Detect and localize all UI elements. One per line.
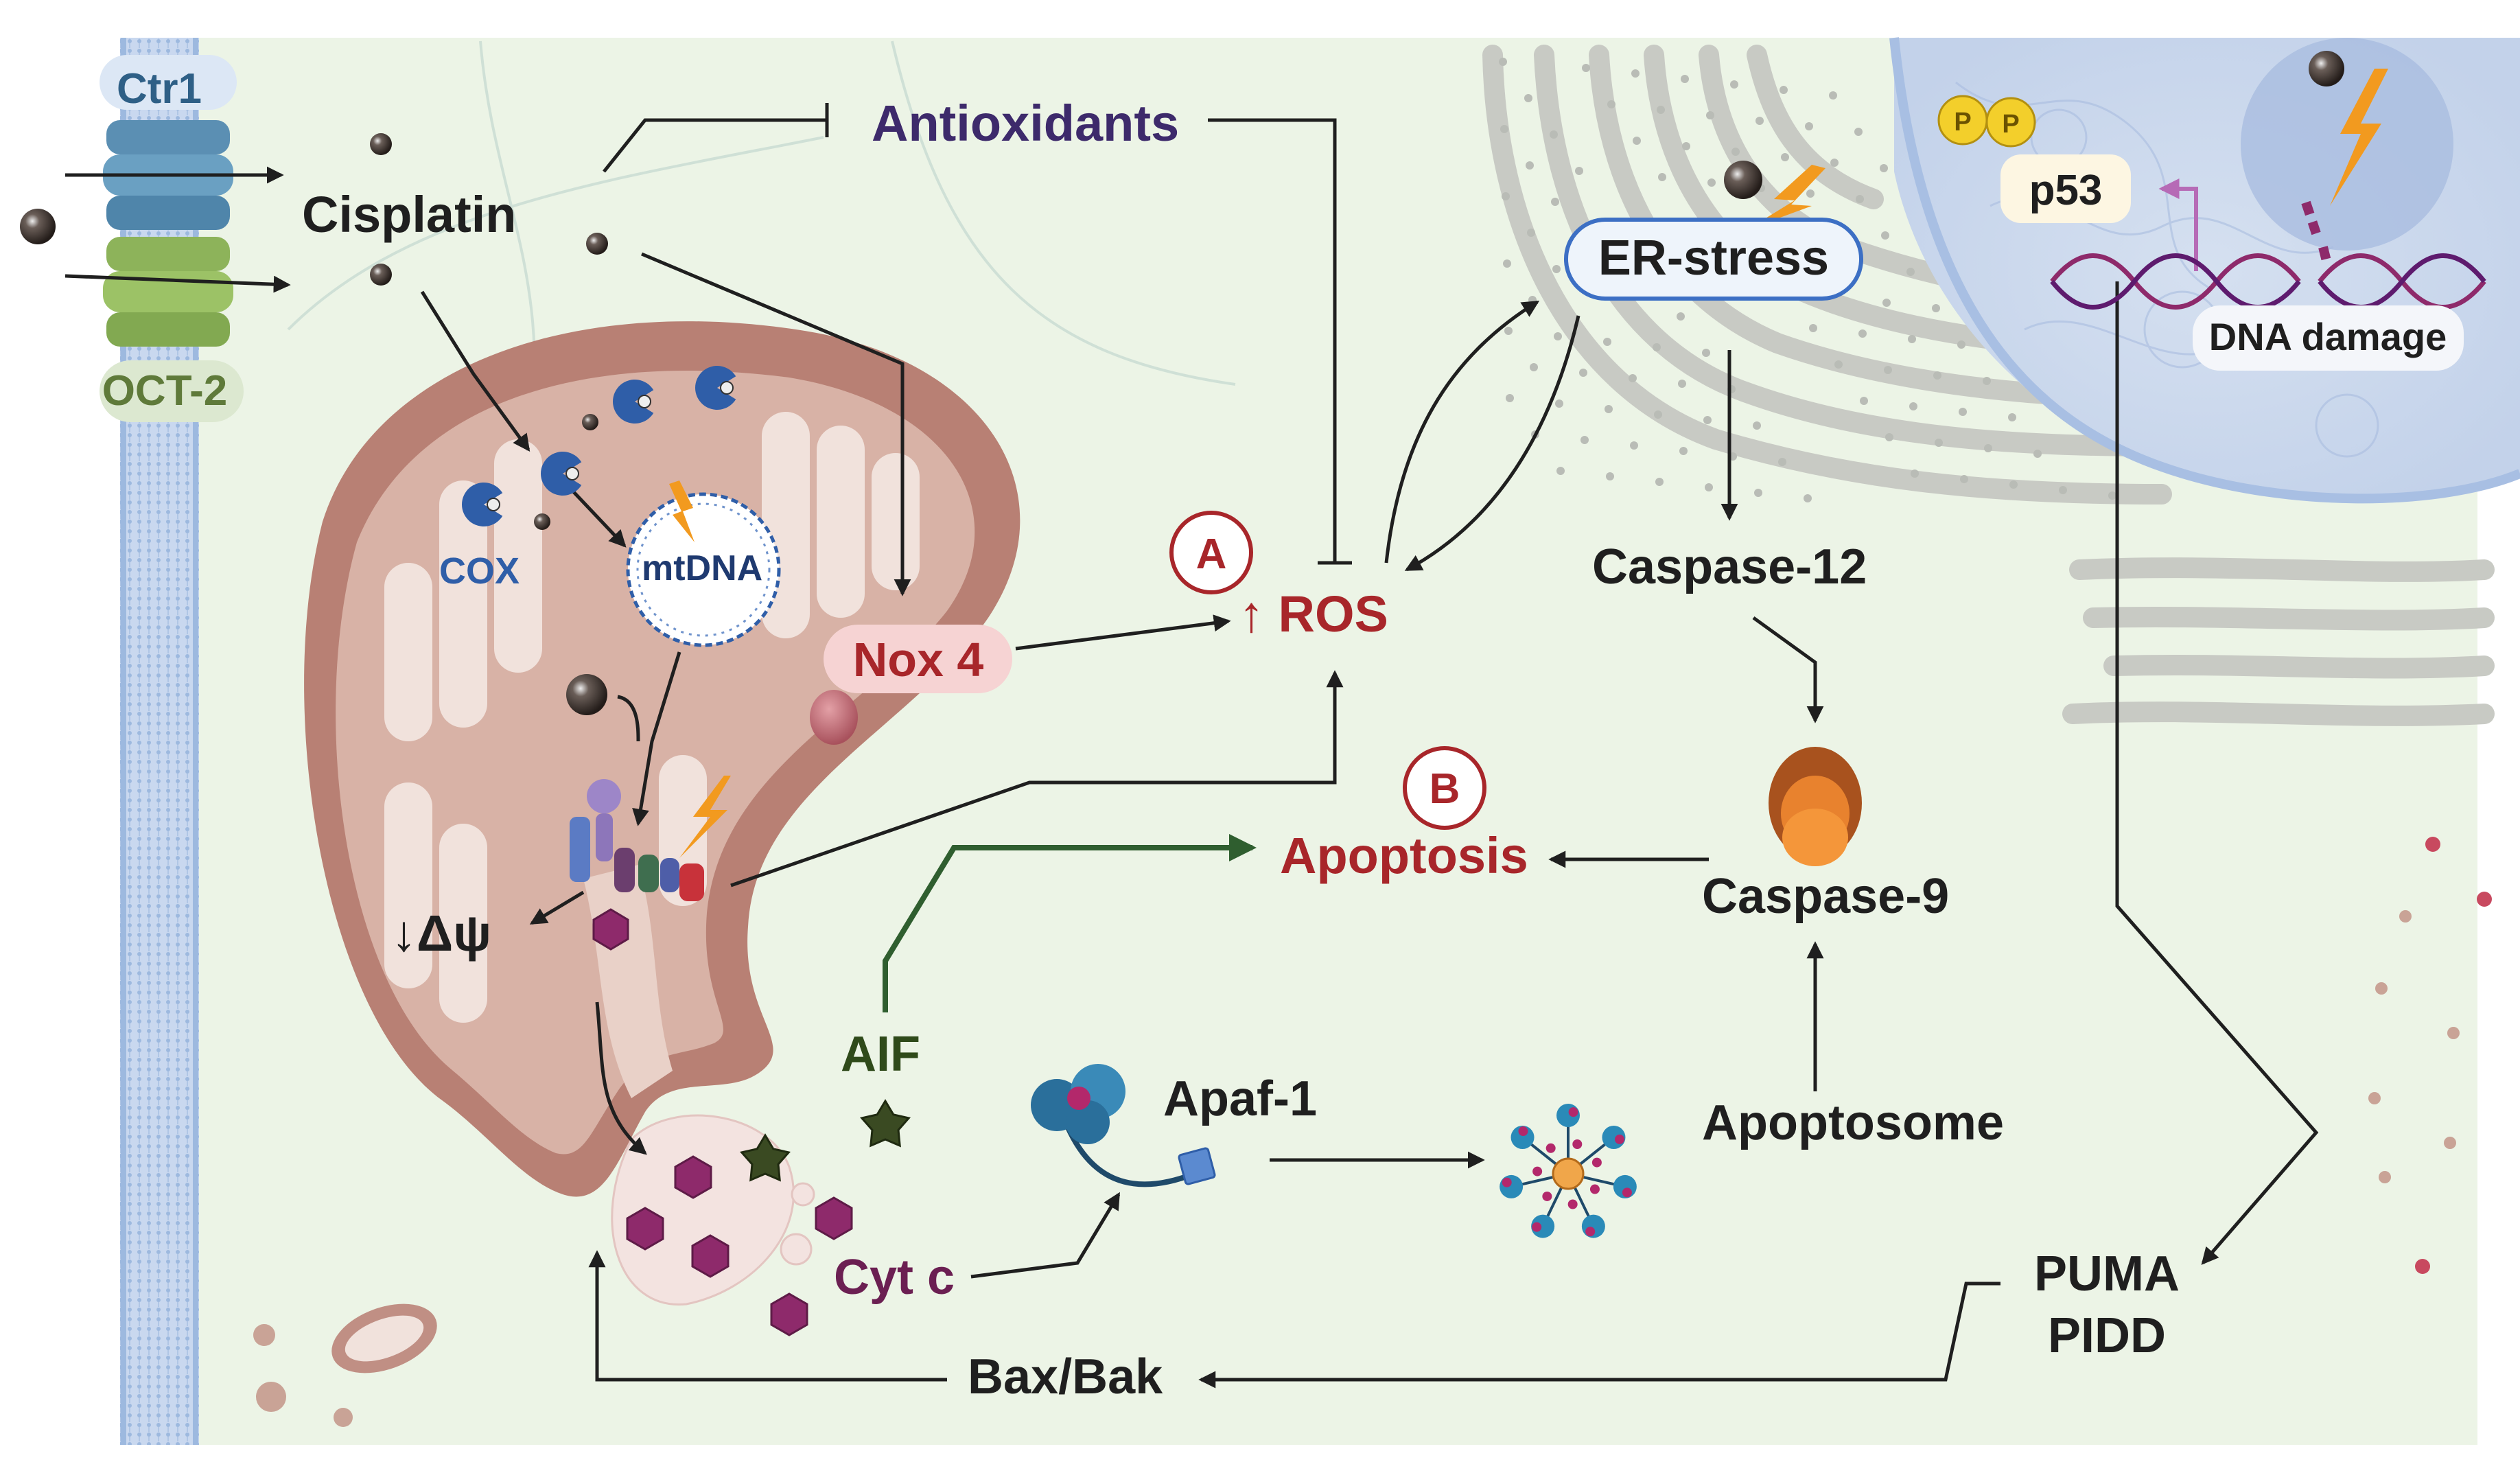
caspase12-to-caspase9-arrow [1752, 616, 1824, 723]
delta-psi-label: ↓Δψ [391, 905, 491, 962]
phospho-label-2: P [2002, 110, 2019, 139]
cox-enzyme-icon [541, 452, 582, 496]
cisplatin-to-nox4-arrow [641, 252, 911, 596]
puma-to-bax-bak-arrow [1198, 1281, 2000, 1389]
cytc-label: Cyt c [834, 1250, 955, 1305]
marker-b-circle [1403, 746, 1486, 830]
dna-damage-label: DNA damage [2209, 315, 2447, 358]
mtdna-label: mtDNA [642, 548, 762, 588]
er-ribosomes [1499, 58, 2116, 502]
marker-b-label: B [1430, 765, 1460, 813]
etc-to-ros-arrow [730, 670, 1344, 888]
cisplatin-molecule-icon [534, 513, 550, 530]
cisplatin-molecule-icon [20, 51, 2344, 715]
cyt-c-hexagon-icon [626, 1155, 853, 1336]
nox4-label: Nox 4 [853, 633, 984, 686]
cyt-c-hexagon-icon [770, 1292, 808, 1336]
lightning-icon [669, 69, 2388, 858]
influx-arrow-oct2 [65, 274, 291, 293]
inhibit-antioxidants-line [603, 118, 827, 173]
ros-to-er-stress-arrow [1384, 300, 1540, 564]
cyt-c-hexagon-icon [592, 908, 629, 951]
er-stress-label: ER-stress [1598, 231, 1829, 286]
small-vesicles [253, 1324, 353, 1427]
cisplatin-molecule-icon [20, 209, 56, 244]
mtdna-ring-icon [626, 492, 781, 647]
pidd-label: PIDD [2048, 1308, 2166, 1363]
cisplatin-molecule-icon [2309, 51, 2344, 86]
cox-enzyme-icon [695, 366, 736, 410]
electron-transport-chain-icon [570, 779, 704, 901]
cisplatin-molecule-icon [566, 674, 607, 715]
aif-label: AIF [841, 1027, 920, 1082]
cisplatin-molecule-icon [582, 414, 598, 430]
dna-to-p53-arrow [2158, 178, 2198, 271]
small-mitochondrion-icon [331, 1303, 437, 1373]
right-side-dots [2368, 837, 2492, 1274]
cisplatin-molecule-icon [1724, 161, 1762, 199]
cytc-to-apaf1-arrow [970, 1192, 1121, 1279]
ros-label: ↑ ROS [1239, 585, 1388, 642]
nox4-protein-icon [810, 690, 858, 745]
caspase9-label: Caspase-9 [1702, 869, 1949, 924]
er-stress-to-ros-arrow [1404, 315, 1580, 572]
apoptosome-label: Apoptosome [1702, 1095, 2004, 1150]
ctr1-label: Ctr1 [117, 65, 202, 113]
phospho-label-1: P [1954, 108, 1971, 137]
caspase-icon [1769, 747, 1862, 866]
cyt-c-hexagon-icon [626, 1207, 664, 1251]
pathway-arrows [65, 103, 2319, 1389]
dna-damage-label-bg [2193, 305, 2464, 371]
bax-bak-to-mito-arrow [588, 1250, 947, 1382]
cyt-c-hexagon-icon [674, 1155, 712, 1199]
cox-enzyme-icon [613, 380, 654, 424]
cisplatin-molecule-icon [586, 233, 608, 255]
cox-enzyme-icon [462, 483, 503, 526]
apoptosis-label: Apoptosis [1280, 827, 1528, 884]
diagram-labels: Ctr1 OCT-2 Cisplatin Antioxidants COX mt… [102, 65, 2447, 1404]
mito-release-arrow [595, 1001, 647, 1155]
nucleolus [2241, 38, 2453, 251]
cisplatin-label: Cisplatin [302, 186, 516, 243]
cox-enzyme-icon [462, 366, 736, 526]
marker-a-circle [1169, 511, 1253, 594]
bax-bak-label: Bax/Bak [968, 1349, 1163, 1404]
p53-label: p53 [2029, 167, 2103, 214]
apoptosome-wheel-icon [1500, 1104, 1637, 1238]
phospho-circle-2 [1985, 97, 2036, 148]
aif-star-icon [740, 1099, 911, 1182]
nox4-to-ros-arrow [1015, 614, 1231, 651]
cox-label: COX [439, 550, 520, 592]
cyt-c-hexagon-icon [815, 1196, 853, 1240]
cisplatin-to-cox-arrow [420, 290, 530, 452]
cyt-c-hexagon-icon [691, 1234, 730, 1278]
cisplatin-molecule-icon [370, 133, 392, 155]
aif-to-apoptosis-arrow [883, 834, 1257, 1012]
antioxidants-inhibit-ros-line [1208, 118, 1337, 563]
released-content-cloud [611, 1114, 815, 1306]
apaf1-label: Apaf-1 [1163, 1071, 1317, 1126]
er-stress-box [1564, 218, 1863, 301]
caspase12-label: Caspase-12 [1592, 540, 1867, 594]
nox4-label-bg [824, 625, 1012, 693]
oct2-label: OCT-2 [102, 367, 228, 415]
etc-to-delta-psi-arrow [529, 890, 585, 925]
antioxidants-label: Antioxidants [872, 95, 1179, 152]
p53-label-bg [2000, 154, 2131, 223]
p53-to-puma-arrow [2115, 281, 2319, 1265]
mtdna-to-etc-arrow [632, 651, 681, 826]
puma-label: PUMA [2034, 1246, 2180, 1301]
marker-a-label: A [1196, 531, 1227, 578]
apaf1-protein-icon [1031, 1064, 1216, 1187]
cisplatin-molecule-icon [370, 264, 392, 286]
